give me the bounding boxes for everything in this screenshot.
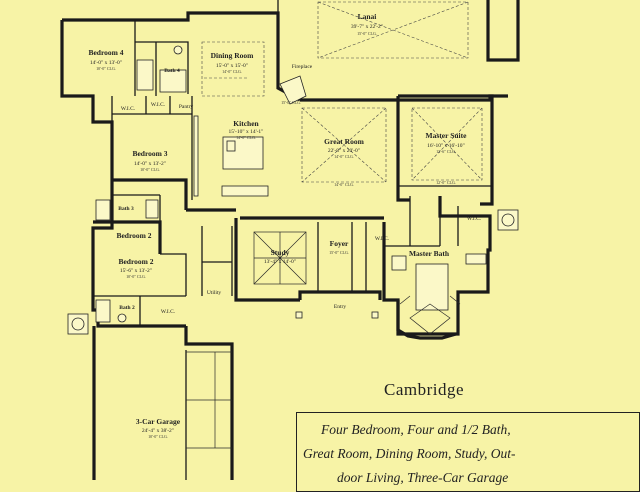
master-suite-ceiling-note: 12'-0" CLG. xyxy=(436,180,456,185)
bedroom3-name: Bedroom 3 xyxy=(132,149,167,158)
dining-name: Dining Room xyxy=(211,51,254,60)
study-dim: 13'-4" x 14'-0" xyxy=(264,259,296,265)
bedroom2-ceiling: 10'-0" CLG. xyxy=(126,274,146,279)
interior-walls xyxy=(93,20,492,449)
plan-description-box: Four Bedroom, Four and 1/2 Bath, Great R… xyxy=(296,412,640,492)
plan-title: Cambridge xyxy=(384,380,465,399)
foyer-ceiling: 15'-0" CLG. xyxy=(329,250,349,255)
lanai-ceiling-note: 15'-0" CLG. xyxy=(281,100,301,105)
wic-master2-label: W.I.C. xyxy=(467,216,482,222)
description-line-1: Four Bedroom, Four and 1/2 Bath, xyxy=(321,422,511,437)
foyer-name: Foyer xyxy=(330,239,349,248)
bedroom3-ceiling: 10'-0" CLG. xyxy=(140,167,160,172)
description-line-2: Great Room, Dining Room, Study, Out- xyxy=(303,446,516,461)
lanai-dim: 39'-7" x 22'-2" xyxy=(351,24,383,30)
fixtures xyxy=(67,45,519,335)
garage-ceiling: 10'-0" CLG. xyxy=(148,434,168,439)
dining-ceiling: 14'-0" CLG. xyxy=(222,69,242,74)
room-labels: Lanai 39'-7" x 22'-2" 15'-0" CLG. Bedroo… xyxy=(88,12,481,439)
pantry-label: Pantry xyxy=(179,104,194,110)
bedroom2-name-lower: Bedroom 2 xyxy=(118,257,153,266)
kitchen-ceiling: 14'-0" CLG. xyxy=(236,135,256,140)
utility-label: Utility xyxy=(207,290,222,296)
study-name: Study xyxy=(271,248,290,257)
kitchen-name: Kitchen xyxy=(233,119,259,128)
bath2-name: Bath 2 xyxy=(119,305,135,311)
wic-bedroom2-label: W.I.C. xyxy=(161,309,176,315)
master-suite-name: Master Suite xyxy=(426,131,468,140)
wic-bedroom4-label: W.I.C. xyxy=(121,106,136,112)
great-room-name: Great Room xyxy=(324,137,364,146)
great-room-ceiling: 14'-0" CLG. xyxy=(334,154,354,159)
bedroom4-dim: 14'-0" x 13'-0" xyxy=(90,60,122,66)
bedroom4-name: Bedroom 4 xyxy=(88,48,123,57)
bedroom3-dim: 14'-0" x 13'-2" xyxy=(134,161,166,167)
bedroom2-dim: 15'-6" x 13'-2" xyxy=(120,268,152,274)
wic-bedroom3-label: W.I.C. xyxy=(151,102,166,108)
bath4-name: Bath 4 xyxy=(164,68,180,74)
ceiling-outlines xyxy=(201,1,483,183)
lanai-name: Lanai xyxy=(358,12,377,21)
wic-master-label: W.I.C. xyxy=(375,236,390,242)
entry-label: Entry xyxy=(334,304,346,310)
floor-plan-stage: Lanai 39'-7" x 22'-2" 15'-0" CLG. Bedroo… xyxy=(60,0,640,492)
great-room-ceiling-note: 14'-0" CLG. xyxy=(334,182,354,187)
dining-dim: 15'-0" x 15'-0" xyxy=(216,63,248,69)
bedroom2-name: Bedroom 2 xyxy=(116,231,151,240)
great-room-dim: 22'-8" x 20'-0" xyxy=(328,148,360,154)
garage-dim: 24'-4" x 38'-2" xyxy=(142,428,174,434)
floor-plan-drawing: Lanai 39'-7" x 22'-2" 15'-0" CLG. Bedroo… xyxy=(60,0,520,480)
master-bath-name: Master Bath xyxy=(409,249,450,258)
kitchen-dim: 15'-10" x 14'-1" xyxy=(229,129,264,135)
bath3-name: Bath 3 xyxy=(118,206,134,212)
master-suite-dim: 16'-10" x 16'-10" xyxy=(427,143,465,149)
master-suite-ceiling: 13'-6" CLG. xyxy=(436,149,456,154)
bedroom4-ceiling: 10'-0" CLG. xyxy=(96,66,116,71)
description-line-3: door Living, Three-Car Garage xyxy=(337,470,509,485)
fireplace-label: Fireplace xyxy=(292,64,313,70)
garage-name: 3-Car Garage xyxy=(136,417,181,426)
lanai-ceiling: 15'-0" CLG. xyxy=(357,31,377,36)
exterior-walls xyxy=(60,0,520,480)
